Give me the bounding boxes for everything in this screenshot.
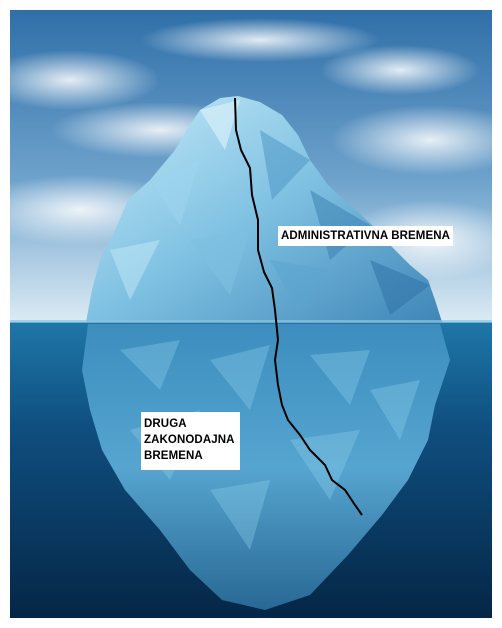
iceberg-illustration — [10, 10, 492, 618]
iceberg-diagram: ADMINISTRATIVNA BREMENA DRUGA ZAKONODAJN… — [10, 10, 492, 618]
above-water-label: ADMINISTRATIVNA BREMENA — [278, 226, 453, 246]
water-surface-line — [10, 320, 492, 323]
below-water-label: DRUGA ZAKONODAJNA BREMENA — [141, 412, 240, 470]
